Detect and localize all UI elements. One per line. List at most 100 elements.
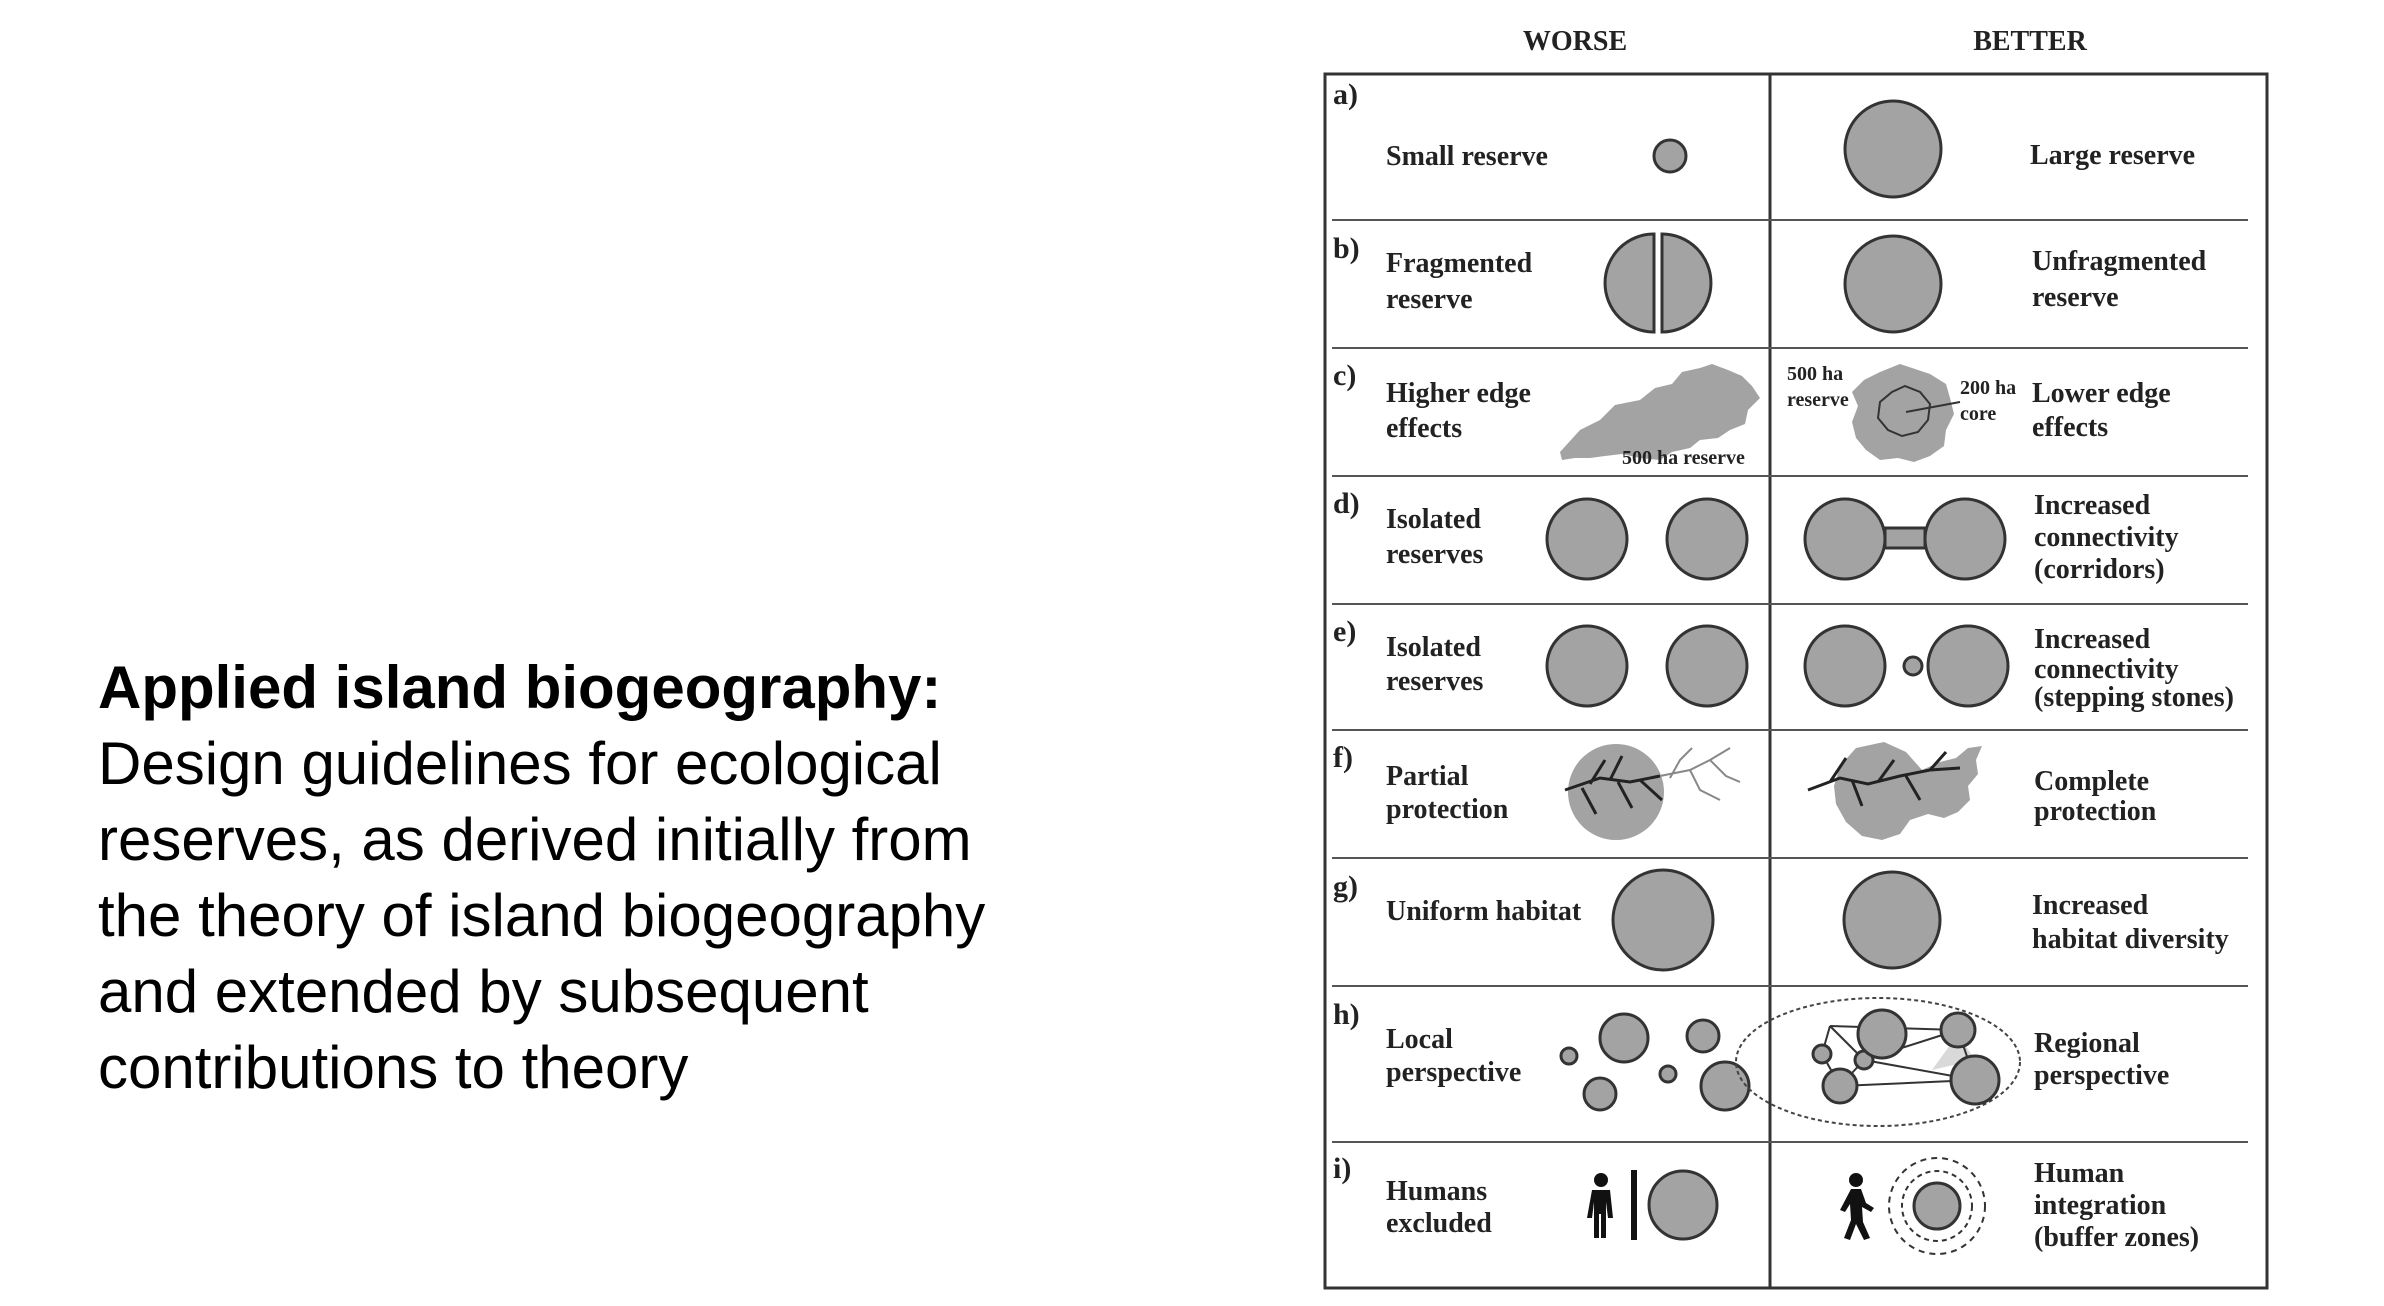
core-label-leader	[1905, 401, 1961, 413]
worse-label: reserves	[1386, 666, 1484, 697]
regional-patch	[1949, 1054, 2001, 1106]
worse-label: Partial	[1386, 761, 1469, 792]
fragmented-reserve-right	[1660, 232, 1713, 334]
better-label: habitat diversity	[2032, 924, 2229, 955]
regional-patch	[1821, 1067, 1859, 1105]
better-label: (stepping stones)	[2034, 682, 2234, 713]
river-network-complete	[1807, 751, 1961, 807]
isolated-reserve-2	[1665, 624, 1749, 708]
worse-label: reserves	[1386, 539, 1484, 570]
local-patch	[1658, 1064, 1678, 1084]
regional-patch	[1811, 1043, 1833, 1065]
header-worse: WORSE	[1523, 26, 1627, 57]
better-label: integration	[2034, 1190, 2167, 1221]
table-frame	[1323, 72, 2269, 1290]
partial-protection-reserve	[1568, 744, 1664, 840]
isolated-reserve-1	[1545, 497, 1629, 581]
header-better: BETTER	[1973, 26, 2087, 57]
walking-person-icon	[1840, 1173, 1874, 1240]
worse-label: Humans	[1386, 1176, 1487, 1207]
worse-label: effects	[1386, 413, 1462, 444]
buffer-zone-inner	[1901, 1170, 1973, 1242]
better-label: connectivity	[2034, 522, 2179, 553]
better-label: Regional	[2034, 1028, 2140, 1059]
worse-label: Isolated	[1386, 504, 1481, 535]
stepping-reserve-2	[1926, 624, 2010, 708]
row-letter: b)	[1333, 232, 1360, 265]
reserve-core-outline	[1876, 384, 1932, 438]
better-label: protection	[2034, 796, 2157, 827]
small-reserve-circle	[1652, 138, 1688, 174]
worse-label: Uniform habitat	[1386, 896, 1582, 927]
uniform-habitat-circle	[1611, 868, 1715, 972]
worse-label: Isolated	[1386, 632, 1481, 663]
row-letter: d)	[1333, 487, 1360, 520]
caption-line: and extended by subsequent	[98, 958, 869, 1025]
worse-label: protection	[1386, 794, 1509, 825]
caption-title: Applied island biogeography:	[98, 654, 942, 721]
connected-reserve-1	[1803, 497, 1887, 581]
diverse-habitat-circle	[1842, 870, 1942, 970]
worse-label: reserve	[1386, 284, 1473, 315]
stepping-stone	[1902, 655, 1924, 677]
row-letters: a) b) c) d) e) f) g) h) i)	[1333, 78, 1360, 1185]
better-label: (corridors)	[2034, 554, 2165, 585]
better-label: Human	[2034, 1158, 2125, 1189]
row-letter: h)	[1333, 998, 1360, 1031]
caption-body: Design guidelines for ecological reserve…	[98, 726, 1178, 1106]
worse-label: Fragmented	[1386, 248, 1533, 279]
complete-protection-reserve	[1834, 742, 1982, 840]
regional-patch	[1939, 1011, 1977, 1049]
caption-line: the theory of island biogeography	[98, 882, 986, 949]
core-size-note: core	[1960, 403, 1996, 425]
better-label: connectivity	[2034, 654, 2179, 685]
worse-label: Local	[1386, 1024, 1453, 1055]
worse-label: excluded	[1386, 1208, 1492, 1239]
large-reserve-circle	[1843, 99, 1943, 199]
reserve-size-note: 500 ha reserve	[1622, 447, 1745, 469]
elongated-reserve-shape	[1560, 364, 1760, 460]
better-label: Complete	[2034, 766, 2149, 797]
isolated-reserve-1	[1545, 624, 1629, 708]
worse-label: Small reserve	[1386, 141, 1548, 172]
better-label: reserve	[2032, 282, 2119, 313]
better-label: (buffer zones)	[2034, 1222, 2199, 1253]
better-label: Increased	[2034, 624, 2151, 655]
buffer-zone-outer	[1888, 1157, 1986, 1255]
compact-reserve-shape	[1852, 364, 1954, 462]
caption-line: reserves, as derived initially from	[98, 806, 972, 873]
river-network-unprotected	[1659, 747, 1741, 801]
unfragmented-reserve-circle	[1843, 234, 1943, 334]
row-letter: e)	[1333, 615, 1356, 648]
row-letter: f)	[1333, 741, 1353, 774]
row-letter: a)	[1333, 78, 1358, 111]
better-label: Increased	[2032, 890, 2149, 921]
caption-line: contributions to theory	[98, 1034, 689, 1101]
local-patch	[1685, 1018, 1721, 1054]
better-label: Unfragmented	[2032, 246, 2207, 277]
isolated-reserve-2	[1665, 497, 1749, 581]
better-label: Lower edge	[2032, 378, 2171, 409]
better-label: Large reserve	[2030, 140, 2195, 171]
regional-boundary	[1735, 997, 2021, 1127]
stepping-reserve-1	[1803, 624, 1887, 708]
worse-label: Higher edge	[1386, 378, 1531, 409]
reserve-size-note: 500 ha	[1787, 363, 1843, 385]
local-patch	[1559, 1046, 1579, 1066]
row-letter: c)	[1333, 359, 1356, 392]
reserve-size-note: reserve	[1787, 389, 1849, 411]
better-label: perspective	[2034, 1060, 2169, 1091]
row-letter: g)	[1333, 870, 1358, 903]
fragmented-reserve-left	[1603, 232, 1656, 334]
person-icon	[1587, 1173, 1613, 1238]
regional-patch	[1856, 1008, 1908, 1060]
exclusion-barrier	[1631, 1170, 1637, 1240]
caption-line: Design guidelines for ecological	[98, 730, 942, 797]
worse-label: perspective	[1386, 1057, 1521, 1088]
better-label: effects	[2032, 412, 2108, 443]
local-patch	[1582, 1076, 1618, 1112]
better-label: Increased	[2034, 490, 2151, 521]
corridor	[1883, 526, 1927, 550]
local-patch	[1699, 1060, 1751, 1112]
